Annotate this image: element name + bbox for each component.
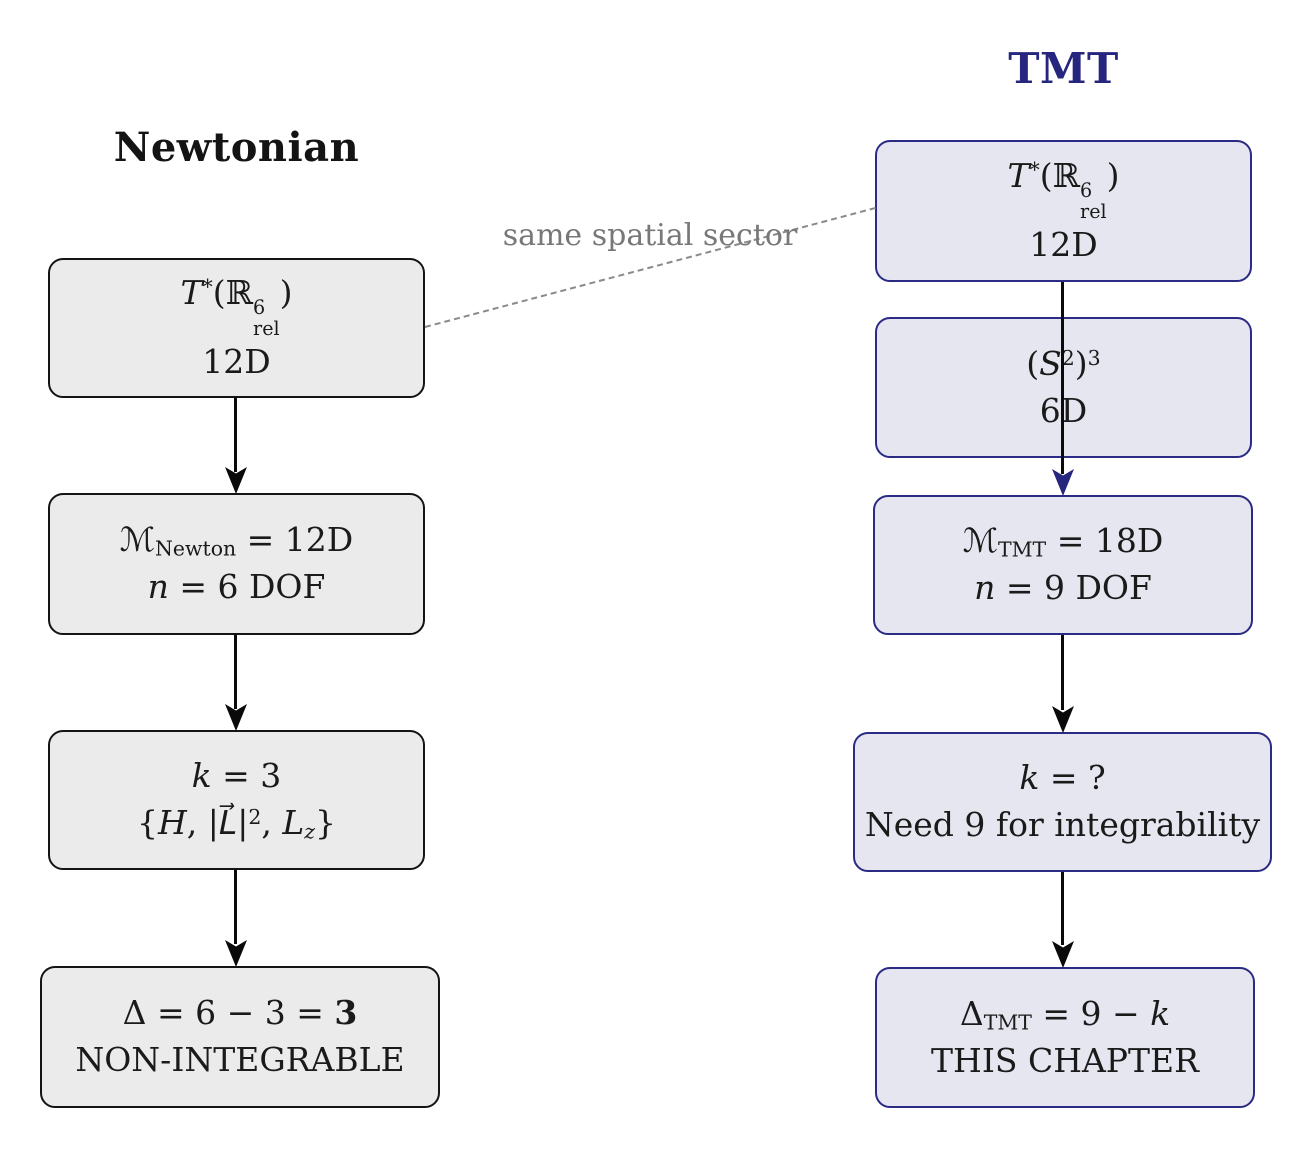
box-line: n = 9 DOF bbox=[974, 568, 1152, 607]
newtonian-result-box: Δ = 6 − 3 = 3 NON-INTEGRABLE bbox=[40, 966, 440, 1108]
box-line: k = 3 bbox=[191, 756, 282, 796]
box-line: ℳTMT = 18D bbox=[962, 521, 1164, 562]
arrow-stem bbox=[1061, 635, 1064, 710]
newtonian-invariants-box: k = 3 {H, |L⃗|2, Lz} bbox=[48, 730, 425, 870]
box-line: k = ? bbox=[1019, 758, 1106, 798]
tmt-manifold-box: ℳTMT = 18D n = 9 DOF bbox=[873, 495, 1253, 635]
newtonian-manifold-box: ℳNewton = 12D n = 6 DOF bbox=[48, 493, 425, 635]
box-line: ΔTMT = 9 − k bbox=[959, 993, 1171, 1035]
box-line: {H, |L⃗|2, Lz} bbox=[136, 803, 337, 844]
arrow-stem bbox=[234, 870, 237, 944]
arrow-down-icon bbox=[225, 940, 247, 967]
box-line: 12D bbox=[202, 342, 271, 382]
box-line: (S2)3 bbox=[1026, 343, 1101, 383]
newtonian-column-title: Newtonian bbox=[113, 124, 360, 171]
box-line: THIS CHAPTER bbox=[931, 1040, 1199, 1080]
box-line: Δ = 6 − 3 = 3 bbox=[122, 993, 358, 1033]
same-spatial-sector-label: same spatial sector bbox=[502, 218, 798, 253]
tmt-column-title: TMT bbox=[1008, 44, 1119, 93]
arrow-stem bbox=[1061, 872, 1064, 945]
box-line: 12D bbox=[1029, 225, 1098, 265]
tmt-invariants-box: k = ? Need 9 for integrability bbox=[853, 732, 1272, 872]
box-line: n = 6 DOF bbox=[147, 567, 326, 606]
arrow-stem bbox=[1061, 282, 1064, 474]
arrow-down-icon bbox=[1052, 941, 1074, 968]
arrow-stem bbox=[234, 635, 237, 709]
arrow-stem bbox=[234, 398, 237, 472]
box-line: Need 9 for integrability bbox=[864, 805, 1261, 844]
tmt-result-box: ΔTMT = 9 − k THIS CHAPTER bbox=[875, 967, 1255, 1108]
box-line: NON-INTEGRABLE bbox=[75, 1040, 405, 1079]
arrow-down-icon bbox=[1052, 706, 1074, 733]
box-line: ℳNewton = 12D bbox=[119, 520, 354, 561]
